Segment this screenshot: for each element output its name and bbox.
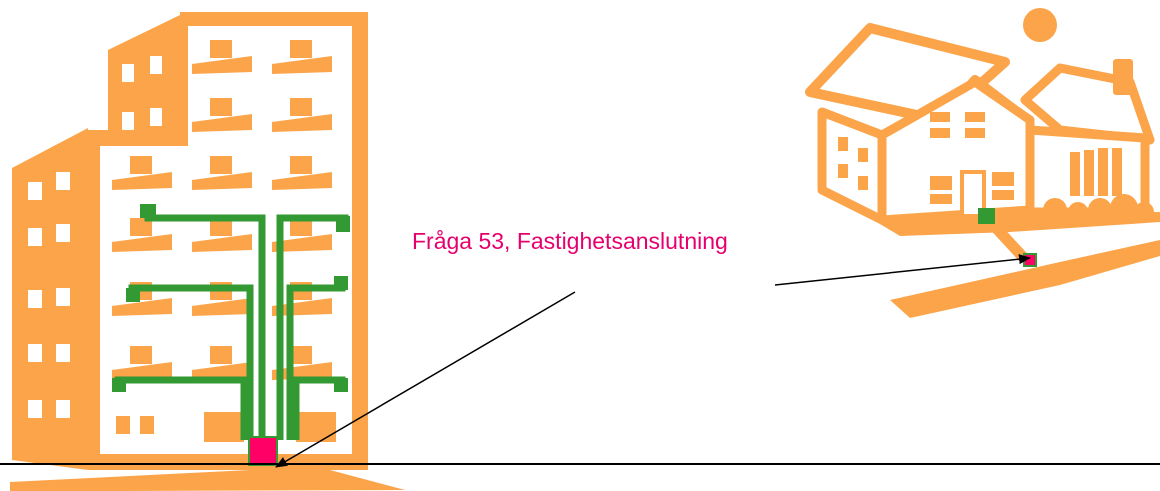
building-connection-point [248,436,278,466]
balcony [112,156,172,190]
house-pipe-end [978,208,995,224]
arrow-to-house [774,254,1031,286]
balcony [192,346,252,380]
balcony [192,98,252,132]
balcony [112,218,172,252]
balcony [272,40,332,74]
sun-icon [1023,8,1057,42]
balcony [272,156,332,190]
building-pipe-ends [112,204,350,392]
balcony [192,218,252,252]
apartment-building-icon [10,12,405,491]
arrow-to-building [275,291,576,468]
house-connection-point [1023,253,1037,267]
house-windows [838,112,1160,318]
balcony [112,346,172,380]
balcony [272,98,332,132]
diagram-caption: Fråga 53, Fastighetsanslutning [412,228,728,254]
balcony [192,156,252,190]
balcony [192,40,252,74]
balcony [272,218,332,252]
